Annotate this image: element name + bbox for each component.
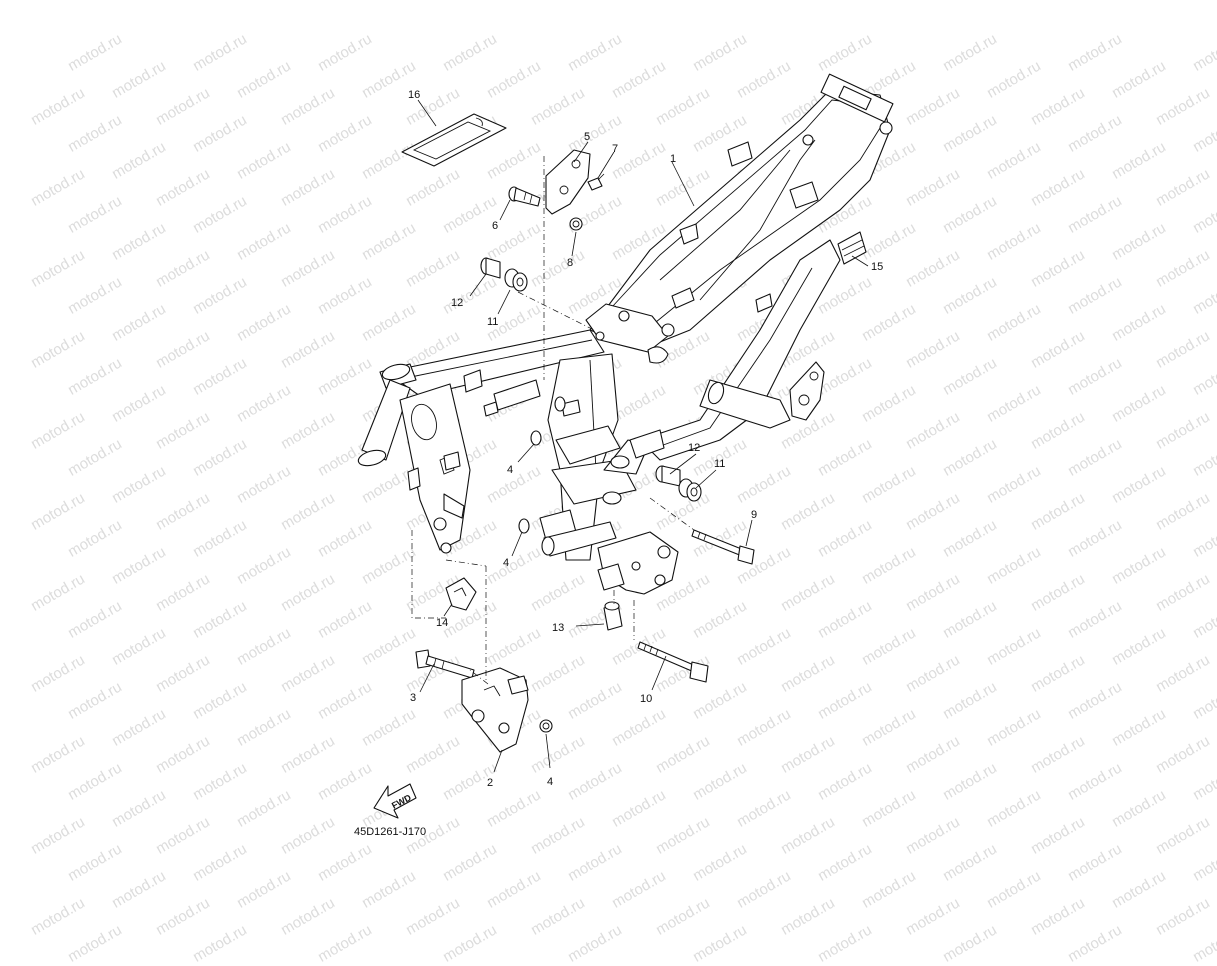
bolt-part-10[interactable] (637, 641, 709, 683)
callout-12-a: 12 (451, 297, 463, 309)
callout-16: 16 (408, 89, 420, 101)
callout-9: 9 (751, 509, 757, 521)
callout-11-b: 11 (714, 458, 725, 470)
callout-3: 3 (410, 692, 416, 704)
nut-part-4-c[interactable] (539, 719, 553, 733)
bolt-part-9[interactable] (691, 529, 755, 565)
callout-11-a: 11 (487, 316, 498, 328)
collar-part-12-upper[interactable] (480, 257, 501, 279)
main-frame-part-1[interactable] (357, 73, 894, 595)
parts-diagram: 1 2 3 4 4 4 5 6 7 8 9 10 11 11 12 12 13 … (354, 73, 894, 838)
bolt-part-6[interactable] (508, 186, 541, 207)
callout-labels: 1 2 3 4 4 4 5 6 7 8 9 10 11 11 12 12 13 … (408, 89, 883, 789)
leader-lines (417, 99, 869, 773)
drawing-code: 45D1261-J170 (354, 826, 426, 838)
washer-part-4-b[interactable] (518, 518, 530, 534)
bolt-part-7[interactable] (587, 173, 605, 191)
callout-1: 1 (670, 153, 676, 165)
bushing-part-11-upper[interactable] (504, 268, 528, 292)
callout-5: 5 (584, 131, 590, 143)
callout-6: 6 (492, 220, 498, 232)
callout-4-c: 4 (547, 776, 553, 788)
watermark-text: motod.ru (815, 921, 875, 966)
callout-8: 8 (567, 257, 573, 269)
watermark-text: motod.ru (315, 921, 375, 966)
watermark-text: motod.ru (440, 921, 500, 966)
label-plate-part-16[interactable] (401, 113, 507, 167)
watermark-text: motod.ru (65, 921, 125, 966)
callout-4-a: 4 (507, 464, 513, 476)
assembly-center-lines (411, 156, 695, 685)
callout-12-b: 12 (688, 442, 700, 454)
callout-14: 14 (436, 617, 448, 629)
callout-4-b: 4 (503, 557, 509, 569)
watermark-text: motod.ru (190, 921, 250, 966)
watermark-text: motod.ru (1190, 921, 1217, 966)
watermark-text: motod.ru (940, 921, 1000, 966)
engine-bracket-part-2[interactable] (461, 667, 529, 753)
nut-part-8[interactable] (569, 217, 583, 231)
bushing-part-11-lower[interactable] (678, 478, 702, 502)
watermark-text: motod.ru (690, 921, 750, 966)
callout-2: 2 (487, 777, 493, 789)
washer-part-4-a[interactable] (530, 430, 542, 446)
watermark-text: motod.ru (1065, 921, 1125, 966)
forward-arrow-icon: FWD (373, 783, 417, 819)
callout-15: 15 (871, 261, 883, 273)
fitting-part-13[interactable] (603, 601, 623, 631)
watermark-text: motod.ru (565, 921, 625, 966)
callout-7: 7 (612, 143, 618, 155)
bolt-part-3[interactable] (415, 649, 475, 679)
bracket-plate-part-5[interactable] (545, 149, 591, 215)
callout-10: 10 (640, 693, 652, 705)
clamp-part-14[interactable] (445, 577, 477, 611)
callout-13: 13 (552, 622, 564, 634)
